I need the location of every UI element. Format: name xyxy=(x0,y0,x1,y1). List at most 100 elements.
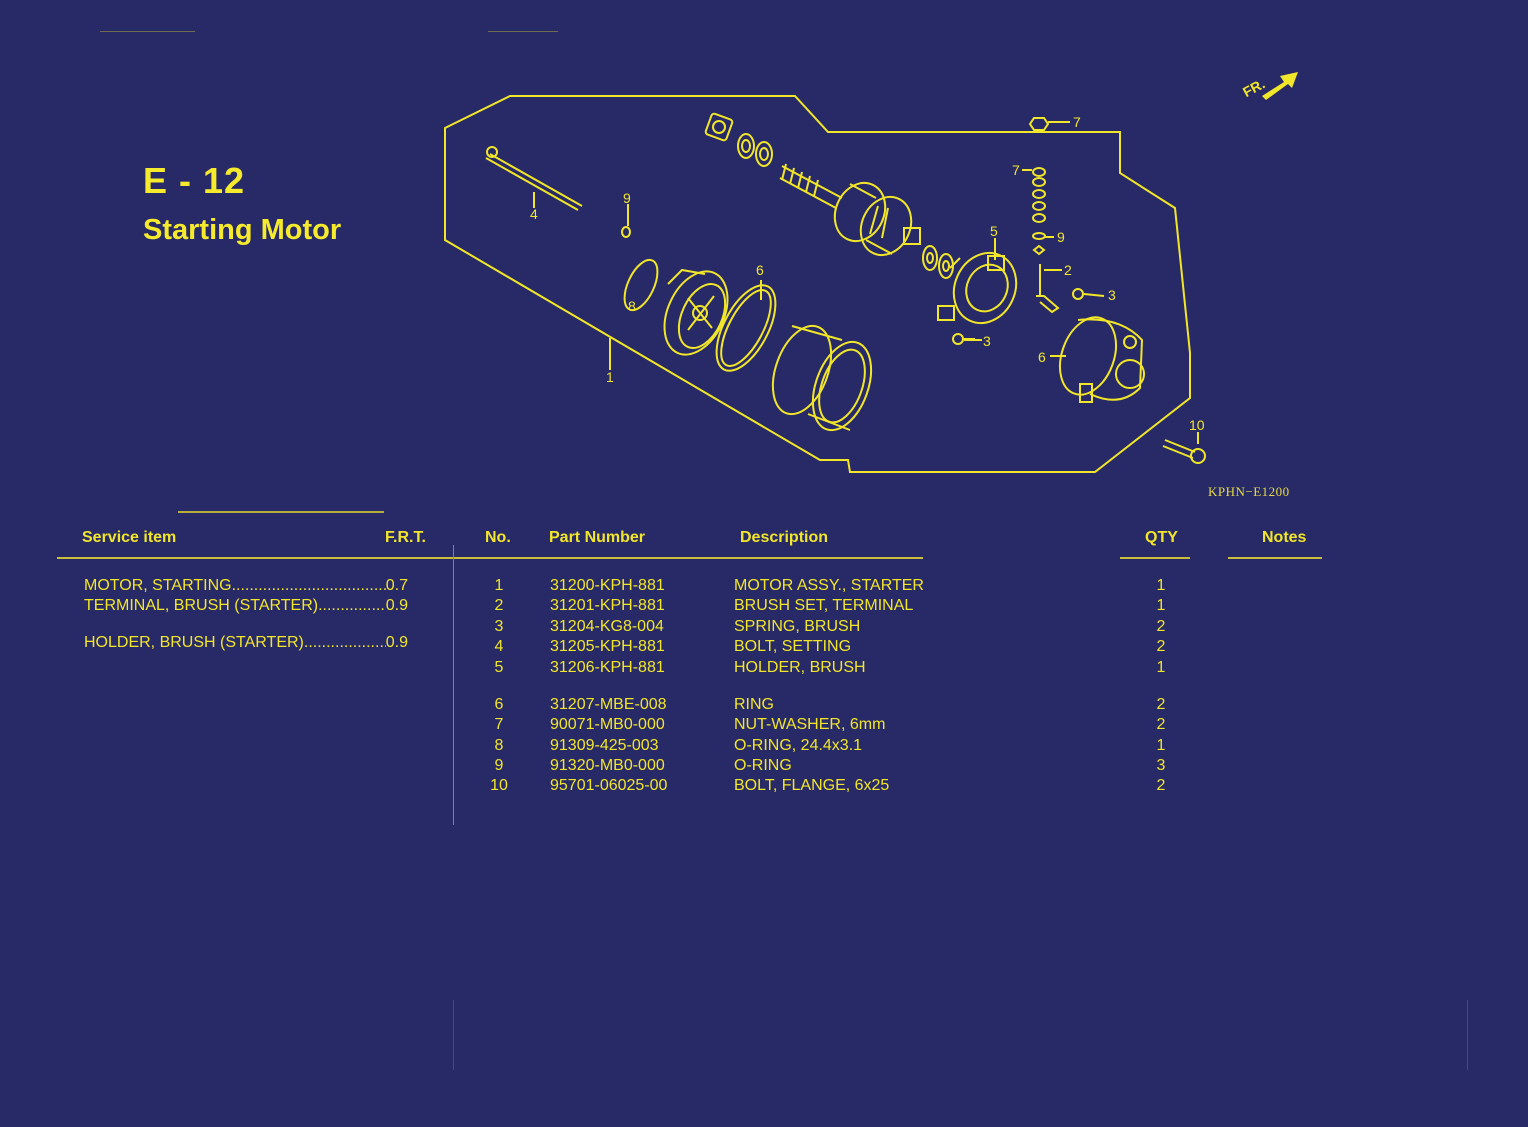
exploded-diagram: 4 9 8 6 1 5 3 7 7 9 2 3 6 10 xyxy=(444,95,1206,473)
front-cover xyxy=(663,268,729,356)
callout-6b: 6 xyxy=(1038,349,1046,365)
part-qty: 2 xyxy=(1156,618,1166,635)
part-description: BRUSH SET, TERMINAL xyxy=(734,597,914,614)
part-description: RING xyxy=(734,696,774,713)
service-item-row: TERMINAL, BRUSH (STARTER)...............… xyxy=(84,597,408,615)
part-qty: 2 xyxy=(1156,638,1166,655)
part-no: 3 xyxy=(494,618,504,635)
callout-4: 4 xyxy=(530,206,538,222)
leader-dots: ........................................… xyxy=(318,597,386,614)
part-number: 31201-KPH-881 xyxy=(550,597,665,614)
header-description: Description xyxy=(740,529,829,546)
part-number: 31204-KG8-004 xyxy=(550,618,664,635)
brush-end-bracket xyxy=(704,112,773,167)
table-row: 3 31204-KG8-004 SPRING, BRUSH 2 xyxy=(0,618,1528,638)
callout-7a: 7 xyxy=(1073,114,1081,130)
edge-divider-lower xyxy=(1467,1000,1468,1070)
service-item-name: MOTOR, STARTING xyxy=(84,577,232,594)
rear-cover xyxy=(1058,316,1145,403)
armature xyxy=(779,163,921,257)
flange-bolt xyxy=(1162,432,1206,464)
table-row: 1 31200-KPH-881 MOTOR ASSY., STARTER 1 xyxy=(0,577,1528,597)
part-description: BOLT, SETTING xyxy=(734,638,852,655)
part-description: O-RING, 24.4x3.1 xyxy=(734,737,863,754)
part-no: 10 xyxy=(490,777,508,794)
header-frt: F.R.T. xyxy=(385,529,426,546)
part-description: NUT-WASHER, 6mm xyxy=(734,716,886,733)
washer-a xyxy=(922,245,938,271)
part-no: 1 xyxy=(494,577,504,594)
part-description: SPRING, BRUSH xyxy=(734,618,861,635)
header-part-number: Part Number xyxy=(549,529,646,546)
part-description: MOTOR ASSY., STARTER xyxy=(734,577,924,594)
callout-9a: 9 xyxy=(623,190,631,206)
yoke-housing xyxy=(771,324,873,432)
top-rule-mid xyxy=(488,31,558,32)
nut-top xyxy=(1028,117,1050,131)
part-qty: 1 xyxy=(1156,737,1166,754)
callout-10: 10 xyxy=(1189,417,1205,433)
header-service-item: Service item xyxy=(82,529,177,546)
front-arrow-icon xyxy=(1262,72,1298,100)
callout-8: 8 xyxy=(628,298,636,314)
part-qty: 2 xyxy=(1156,716,1166,733)
part-number: 31206-KPH-881 xyxy=(550,659,665,676)
part-no: 6 xyxy=(494,696,504,713)
part-number: 95701-06025-00 xyxy=(550,777,668,794)
diagram-code: KPHN−E1200 xyxy=(1208,484,1290,499)
part-description: O-RING xyxy=(734,757,792,774)
part-number: 31205-KPH-881 xyxy=(550,638,665,655)
header-bottom-rule-notes xyxy=(1228,557,1322,559)
part-number: 90071-MB0-000 xyxy=(550,716,665,733)
top-rule-left xyxy=(100,31,195,32)
callout-9b: 9 xyxy=(1057,229,1065,245)
leader-dots: ........................................… xyxy=(303,634,386,651)
assembly-outline xyxy=(444,95,1191,473)
part-qty: 1 xyxy=(1156,597,1166,614)
part-number: 91309-425-003 xyxy=(550,737,659,754)
part-number: 31200-KPH-881 xyxy=(550,577,665,594)
callout-3b: 3 xyxy=(1108,287,1116,303)
page-code: E - 12 xyxy=(143,160,246,201)
part-no: 7 xyxy=(494,716,504,733)
ring-6-left xyxy=(715,284,777,372)
leader-dots: ........................................… xyxy=(231,577,386,594)
part-number: 31207-MBE-008 xyxy=(550,696,667,713)
header-no: No. xyxy=(485,529,511,546)
table-row: 2 31201-KPH-881 BRUSH SET, TERMINAL 1 xyxy=(0,597,1528,617)
header-qty: QTY xyxy=(1145,529,1178,546)
callout-5: 5 xyxy=(990,223,998,239)
callout-7b: 7 xyxy=(1012,162,1020,178)
callout-6a: 6 xyxy=(756,262,764,278)
part-no: 9 xyxy=(494,757,504,774)
column-divider-lower xyxy=(453,1000,454,1070)
service-item-frt: 0.7 xyxy=(385,577,408,594)
callout-2: 2 xyxy=(1064,262,1072,278)
brush-holder xyxy=(937,251,1018,325)
page-title: Starting Motor xyxy=(143,214,342,246)
part-qty: 1 xyxy=(1156,659,1166,676)
part-description: HOLDER, BRUSH xyxy=(734,659,866,676)
service-item-frt: 0.9 xyxy=(385,634,408,651)
service-item-name: HOLDER, BRUSH (STARTER) xyxy=(84,634,304,651)
table-row: 9 91320-MB0-000 O-RING 3 xyxy=(0,757,1528,777)
service-item-row: MOTOR, STARTING.........................… xyxy=(84,577,408,595)
part-qty: 1 xyxy=(1156,577,1166,594)
part-no: 5 xyxy=(494,659,504,676)
header-top-rule xyxy=(178,511,384,513)
part-qty: 3 xyxy=(1156,757,1166,774)
part-no: 4 xyxy=(494,638,504,655)
terminal-bolt xyxy=(1036,264,1062,314)
service-item-name: TERMINAL, BRUSH (STARTER) xyxy=(84,597,319,614)
o-ring-8 xyxy=(623,258,659,312)
nut-washer-stack xyxy=(1032,167,1046,256)
table-row: 4 31205-KPH-881 BOLT, SETTING 2 xyxy=(0,638,1528,658)
part-number: 91320-MB0-000 xyxy=(550,757,665,774)
part-no: 2 xyxy=(494,597,504,614)
header-bottom-rule-qty xyxy=(1120,557,1190,559)
brush-spring-upper xyxy=(1072,288,1105,300)
service-item-row: HOLDER, BRUSH (STARTER).................… xyxy=(84,634,408,652)
